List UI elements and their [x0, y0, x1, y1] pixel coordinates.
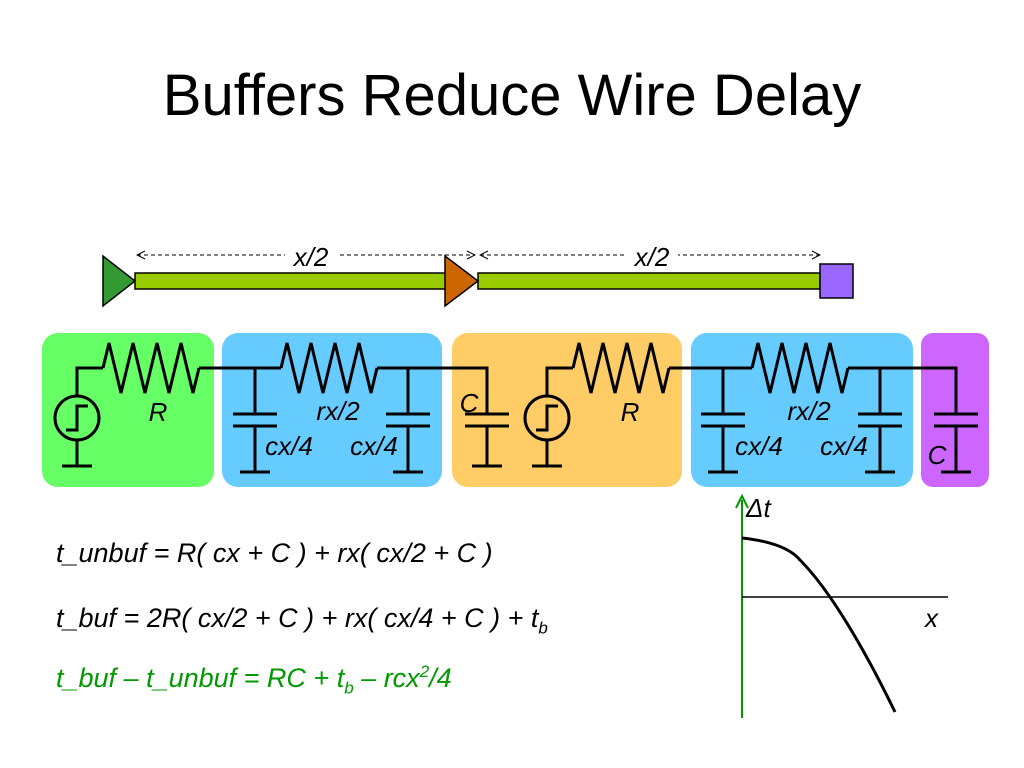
label-C-buffer: C [460, 388, 479, 418]
wire-segment-1 [134, 272, 448, 290]
equation-buffered: t_buf = 2R( cx/2 + C ) + rx( cx/4 + C ) … [56, 603, 548, 638]
label-cx4-2b: cx/4 [820, 431, 868, 461]
equation-buffered-main: t_buf = 2R( cx/2 + C ) + rx( cx/4 + C ) … [56, 603, 539, 633]
label-R-2: R [621, 397, 640, 427]
label-rx2-1: rx/2 [316, 396, 360, 426]
equation-difference-a: t_buf – t_unbuf = RC + t [56, 663, 345, 693]
wire-block-1 [222, 333, 442, 487]
segment-label-1: x/2 [292, 242, 329, 272]
buffer-triangle [444, 254, 480, 308]
label-cx4-1a: cx/4 [265, 431, 313, 461]
label-backdrop-1 [285, 242, 337, 270]
plot-ylabel: Δt [745, 493, 772, 523]
plot-xlabel: x [923, 603, 939, 633]
circuit-schematic [53, 342, 978, 474]
equation-difference-b: – rcx [353, 663, 420, 693]
label-R-1: R [149, 397, 168, 427]
label-cx4-1b: cx/4 [350, 431, 398, 461]
resistor-4 [750, 342, 850, 394]
y-axis-arrow [735, 493, 749, 509]
segment-label-2: x/2 [633, 242, 670, 272]
label-rx2-2: rx/2 [787, 396, 831, 426]
driver-triangle [102, 254, 137, 308]
resistor-3 [571, 342, 671, 394]
wire-block-2 [691, 333, 913, 487]
label-cx4-2a: cx/4 [735, 431, 783, 461]
delay-plot: Δt x [735, 493, 948, 718]
driver-block [42, 333, 214, 487]
equation-unbuffered: t_unbuf = R( cx + C ) + rx( cx/2 + C ) [56, 538, 493, 568]
equation-buffered-sub: b [538, 618, 548, 638]
resistor-1 [101, 342, 201, 394]
equation-difference-c: /4 [429, 663, 452, 693]
wire-segment-2 [477, 272, 821, 290]
label-backdrop-2 [626, 242, 678, 270]
load-square [819, 263, 854, 299]
equation-difference-sub: b [344, 678, 354, 698]
wire-diagram: x/2 x/2 [102, 242, 854, 308]
delay-curve [741, 536, 897, 713]
label-C-load: C [928, 440, 947, 470]
equation-difference: t_buf – t_unbuf = RC + tb – rcx2/4 [56, 662, 452, 698]
resistor-2 [279, 342, 379, 394]
equation-difference-sup: 2 [419, 662, 430, 681]
page-title: Buffers Reduce Wire Delay [162, 63, 862, 128]
